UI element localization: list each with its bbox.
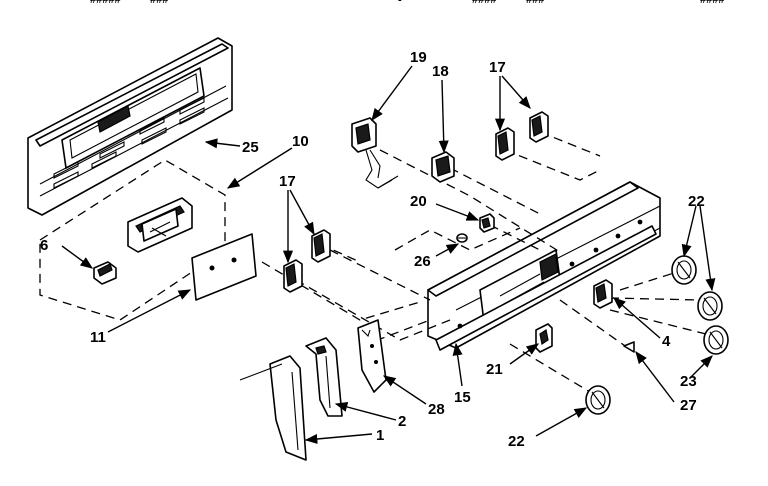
part-19-wire-harness xyxy=(351,117,399,189)
part-27-tip xyxy=(623,341,635,353)
callout-20: 20 xyxy=(410,193,427,210)
part-20-clip xyxy=(479,213,495,233)
callout-6: 6 xyxy=(40,237,48,254)
leader-lines xyxy=(61,65,716,444)
callout-15: 15 xyxy=(454,389,471,406)
callout-25: 25 xyxy=(242,139,259,156)
callout-labels: 19 18 17 25 10 17 20 22 6 26 11 4 21 23 … xyxy=(40,49,705,450)
callout-26: 26 xyxy=(414,253,431,270)
part-1-side-trim xyxy=(239,355,307,461)
header-fragment: ##### xyxy=(90,0,121,6)
part-17-switch-right-b xyxy=(529,111,549,143)
callout-17-right: 17 xyxy=(489,59,506,76)
part-17-switch-left-b xyxy=(283,259,303,293)
header-fragment: #### xyxy=(700,0,724,6)
callout-22-top: 22 xyxy=(688,193,705,210)
part-22-knob-b xyxy=(697,291,723,321)
part-17-switch-right-a xyxy=(495,127,515,161)
part-17-switch-left-a xyxy=(311,229,331,263)
callout-4: 4 xyxy=(662,333,671,350)
part-18-switch xyxy=(431,151,455,183)
part-10-display-bracket xyxy=(127,197,193,253)
callout-21: 21 xyxy=(486,361,503,378)
header-fragment: #### xyxy=(472,0,496,6)
callout-17-left: 17 xyxy=(279,173,296,190)
part-22-knob-a xyxy=(671,255,697,285)
part-26-screw xyxy=(456,233,468,243)
callout-27: 27 xyxy=(680,397,697,414)
callout-23: 23 xyxy=(680,373,697,390)
callout-10: 10 xyxy=(292,133,309,150)
part-28-side-bracket xyxy=(357,319,387,393)
callout-19: 19 xyxy=(410,49,427,66)
header-fragment: - xyxy=(398,0,402,6)
part-23-knob xyxy=(703,325,729,355)
header-fragment: ### xyxy=(150,0,168,6)
header-fragments: ##### ### - #### ### #### xyxy=(90,0,724,6)
callout-22-bottom: 22 xyxy=(508,433,525,450)
part-21-bracket xyxy=(535,323,553,353)
part-11-mounting-plate xyxy=(191,233,257,301)
part-25-console-back-panel xyxy=(27,37,233,216)
part-2-end-cap xyxy=(305,337,343,417)
part-4-switch xyxy=(593,279,613,309)
header-fragment: ### xyxy=(526,0,544,6)
part-15-control-panel xyxy=(427,181,661,351)
callout-18: 18 xyxy=(432,63,449,80)
part-6-clip xyxy=(93,261,117,285)
callout-2: 2 xyxy=(398,413,406,430)
callout-11: 11 xyxy=(90,329,106,346)
callout-1: 1 xyxy=(376,427,384,444)
part-22-knob-c xyxy=(585,385,611,415)
wiring-connections xyxy=(261,131,711,393)
callout-28: 28 xyxy=(428,401,445,418)
